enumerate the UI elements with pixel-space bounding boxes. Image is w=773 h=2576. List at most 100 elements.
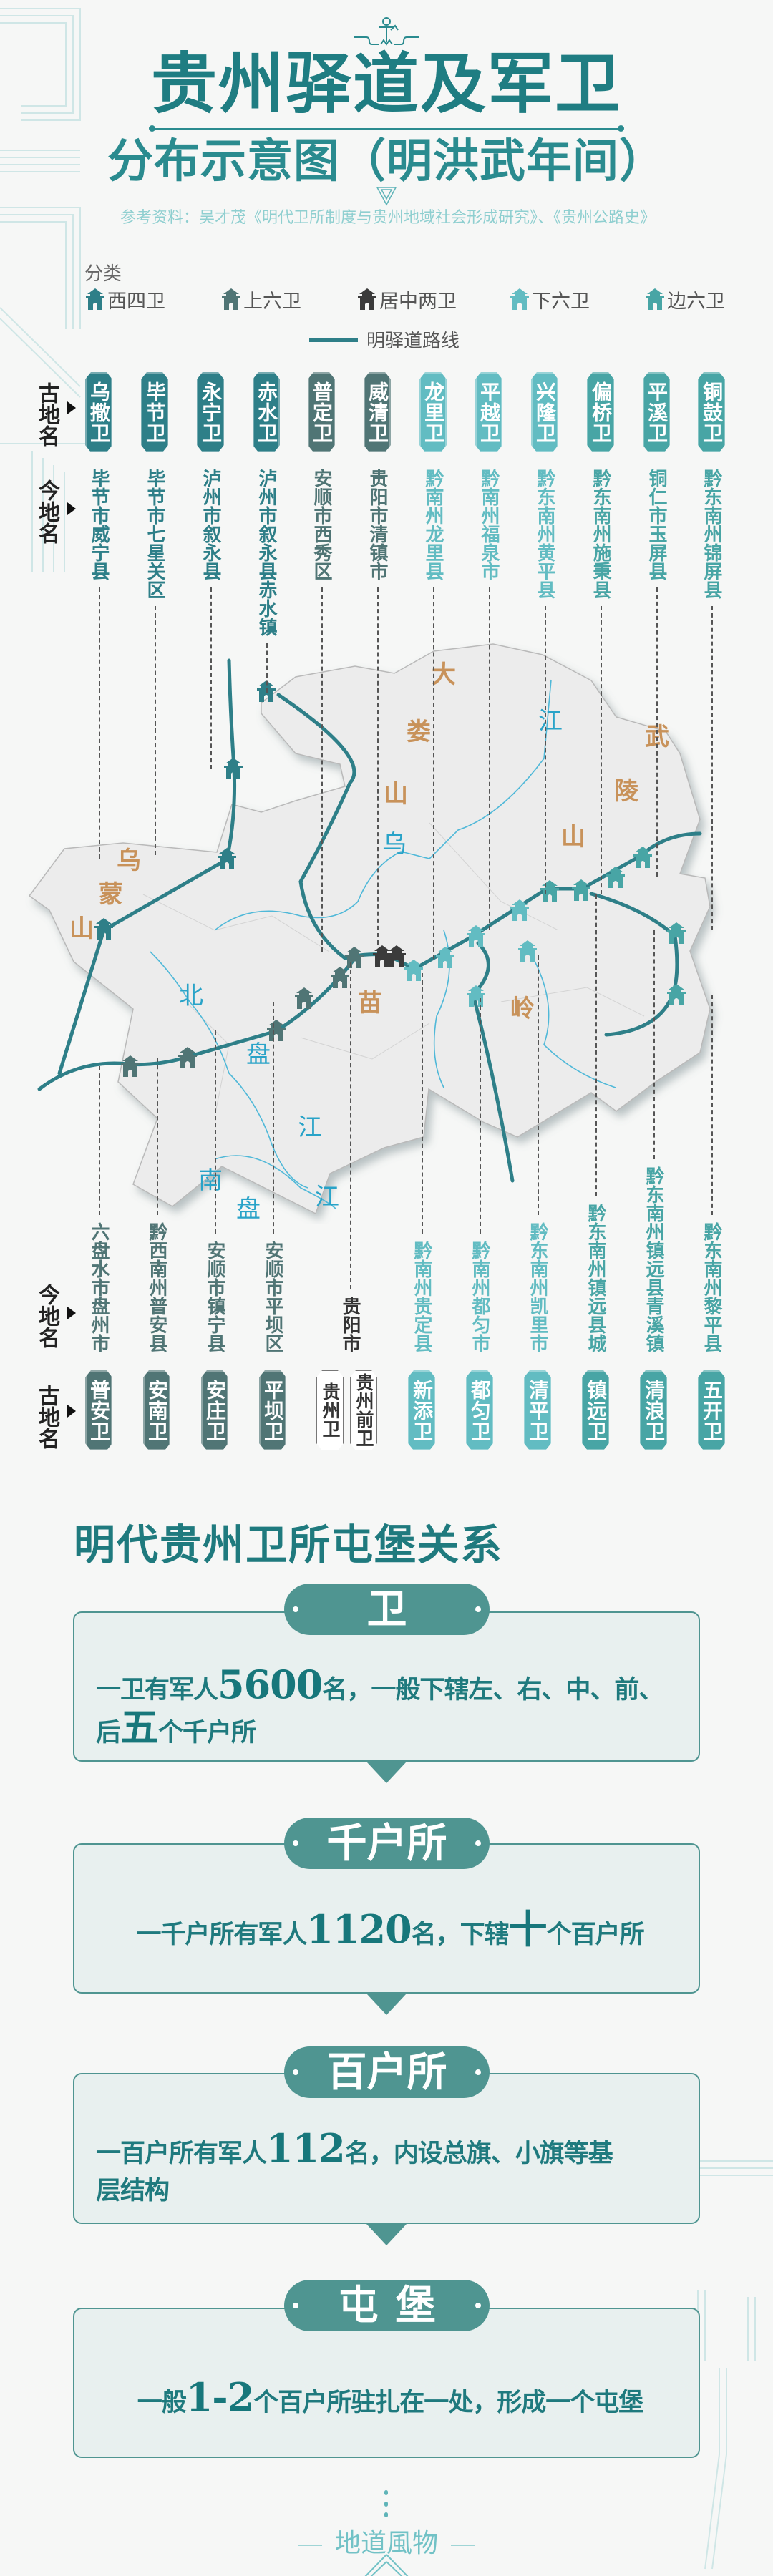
legend-label: 上六卫 [243,290,301,313]
ancient-name-tag: 清平卫 [524,1370,551,1450]
card-title-pill: 千户所 [284,1818,490,1869]
connector-dashed-line [266,643,268,693]
modern-name: 黔南州贵定县 [411,1241,432,1352]
card-text: 个百户所驻扎在一处，形成一个屯堡 [253,2388,643,2417]
modern-name: 贵阳市清镇市 [366,469,388,580]
map-label-river: 江 [298,1113,322,1142]
footer-brand: 地道風物 [0,2522,773,2560]
terrain-lines [142,822,645,1117]
modern-name-label-bottom: 今地名 [34,1284,59,1348]
ancient-name-tag: 永宁卫 [197,372,224,452]
garrison-fort-icon [633,847,652,868]
card-text-line: 一百户所有军人112名，内设总旗、小旗等基 [96,2127,684,2170]
route-line [589,892,679,1037]
dot-ornament [384,2502,388,2507]
connector-dashed-line [433,587,434,959]
modern-name: 六盘水市盘州市 [88,1222,110,1352]
ancient-name-tag: 贵州卫 [316,1370,344,1450]
connector-dashed-line [711,995,713,1215]
divider [297,2545,322,2546]
route-line [471,941,515,1183]
ancient-name: 新添卫 [410,1379,434,1442]
map-label-mountain: 乌 [117,847,141,875]
modern-name: 黔南州龙里县 [422,469,444,580]
card-text: 一百户所有军人 [96,2139,267,2168]
card-text-line: 层结构 [96,2170,684,2212]
connector-dashed-line [350,962,351,1289]
card-text: 层结构 [96,2176,170,2205]
modern-name: 铜仁市玉屏县 [646,469,667,580]
connector-dashed-line [653,930,655,1159]
modern-name: 泸州市叙永县 [200,469,221,580]
ancient-name-tag: 普定卫 [308,372,335,452]
modern-name: 黔东南州锦屏县 [701,469,722,599]
connector-dashed-line [155,606,156,855]
garrison-fort-icon [510,899,529,921]
garrison-fort-icon [295,987,313,1009]
ancient-name: 安庄卫 [203,1379,227,1442]
connector-dashed-line [595,894,597,1196]
card-text-line: 后五个千户所 [96,1706,684,1749]
garrison-fort-icon [345,947,364,968]
modern-name: 安顺市镇宁县 [204,1241,225,1352]
ancient-name-tag: 平溪卫 [643,372,670,452]
down-arrow-icon [366,1762,407,1783]
card-title-pill: 屯堡 [284,2280,490,2331]
fort-icon [510,288,529,310]
highlight-number: 112 [266,2125,346,2171]
legend-title: 分类 [84,263,122,285]
garrison-fort-icon [218,848,236,869]
ancient-name-label-bottom: 古地名 [34,1385,59,1449]
map-label-river: 南 [198,1166,223,1195]
garrison-fort-icon [267,1020,286,1041]
ancient-name-tag: 毕节卫 [141,372,168,452]
province-outline [28,643,711,1215]
rivers [150,679,616,1210]
ancient-name-tag: 都匀卫 [466,1370,493,1450]
ancient-name-tag: 普安卫 [85,1370,112,1450]
ancient-name: 毕节卫 [143,381,167,444]
legend-label: 西四卫 [107,290,165,313]
down-arrow-icon [366,1994,407,2015]
highlight-number: 5600 [218,1662,323,1707]
down-arrow-icon [366,2224,407,2245]
garrison-fort-icon [436,947,454,968]
modern-name: 安顺市平坝区 [262,1241,283,1352]
modern-name: 安顺市西秀区 [311,469,332,580]
page-title: 贵州驿道及军卫 [150,45,622,122]
triangle-ornament-icon [376,187,397,206]
modern-name: 黔东南州镇远县青溪镇 [643,1166,664,1352]
connector-dashed-line [480,998,481,1234]
modern-name: 黔东南州施秉县 [590,469,611,599]
ancient-name: 永宁卫 [199,381,223,444]
ancient-name: 赤水卫 [255,381,278,444]
card-text: 个百户所 [546,1920,645,1949]
ancient-name: 平越卫 [477,381,501,444]
map-label-mountain: 陵 [614,777,638,806]
ancient-name: 普定卫 [310,381,334,444]
route-line [37,956,357,1091]
ancient-name: 铜鼓卫 [700,381,724,444]
ancient-name-tag: 清浪卫 [640,1370,667,1450]
post-road-routes [37,658,702,1183]
map-label-river: 北 [179,982,203,1010]
ancient-name-label-top: 古地名 [34,382,59,447]
map-label-river: 盘 [236,1195,261,1224]
connector-dashed-line [538,955,539,1215]
ancient-name: 偏桥卫 [589,381,613,444]
card-text: 名，内设总旗、小旗等基 [344,2139,613,2168]
connector-dashed-line [273,1002,274,1234]
ancient-name: 清平卫 [526,1379,550,1442]
map-label-mountain: 大 [432,660,456,689]
modern-name: 黔东南州镇远县城 [585,1204,606,1352]
map-label-mountain: 苗 [358,989,382,1018]
qian-logo-emblem [354,17,419,46]
map-label-mountain: 岭 [510,995,535,1023]
legend-item: 上六卫 [222,288,301,313]
section-title: 明代贵州卫所屯堡关系 [74,1521,504,1569]
card-title-pill: 百户所 [284,2046,490,2098]
connector-dashed-line [489,587,490,930]
legend-item: 西四卫 [86,288,165,313]
ancient-name: 乌撒卫 [87,381,111,444]
